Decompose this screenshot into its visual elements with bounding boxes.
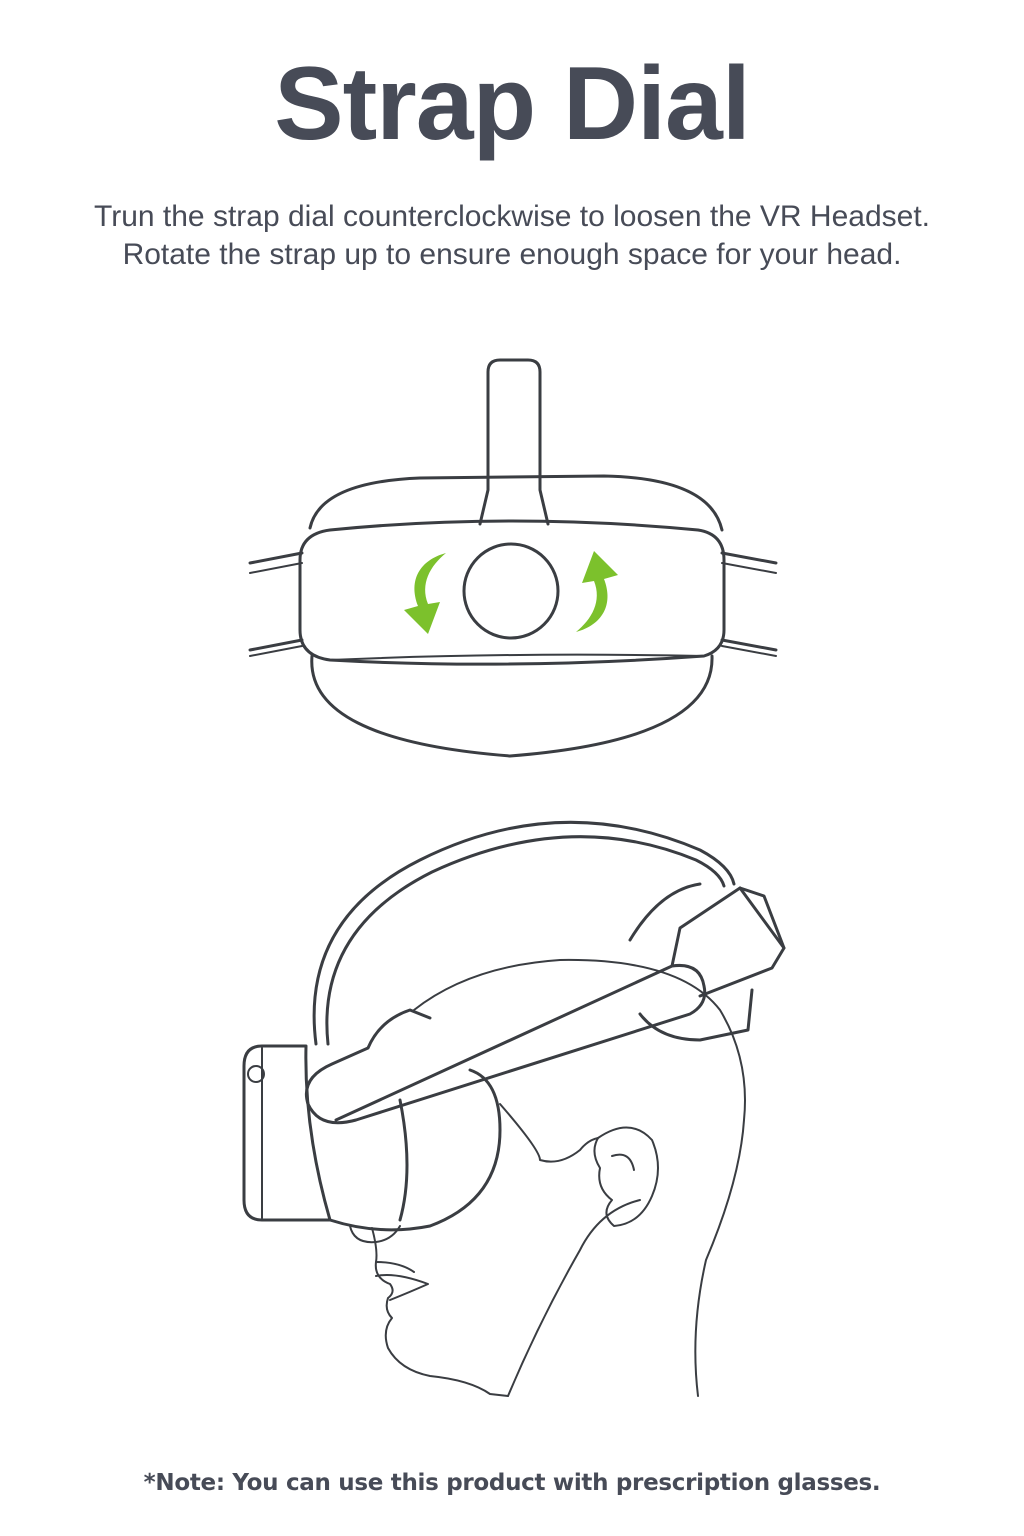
instruction-line-1: Trun the strap dial counterclockwise to …: [94, 200, 930, 233]
headset-back-view: [248, 358, 778, 758]
page-title: Strap Dial: [274, 46, 750, 162]
strap-dial: [462, 542, 560, 640]
rotate-clockwise-arrow-icon: [576, 551, 618, 632]
rotate-counterclockwise-arrow-icon: [404, 553, 446, 634]
instruction-text: Trun the strap dial counterclockwise to …: [0, 198, 1024, 274]
head-side-view: [312, 820, 746, 1397]
instruction-line-2: Rotate the strap up to ensure enough spa…: [122, 238, 902, 271]
note-text: *Note: You can use this product with pre…: [143, 1470, 881, 1496]
headset-side-view: [242, 882, 786, 1232]
